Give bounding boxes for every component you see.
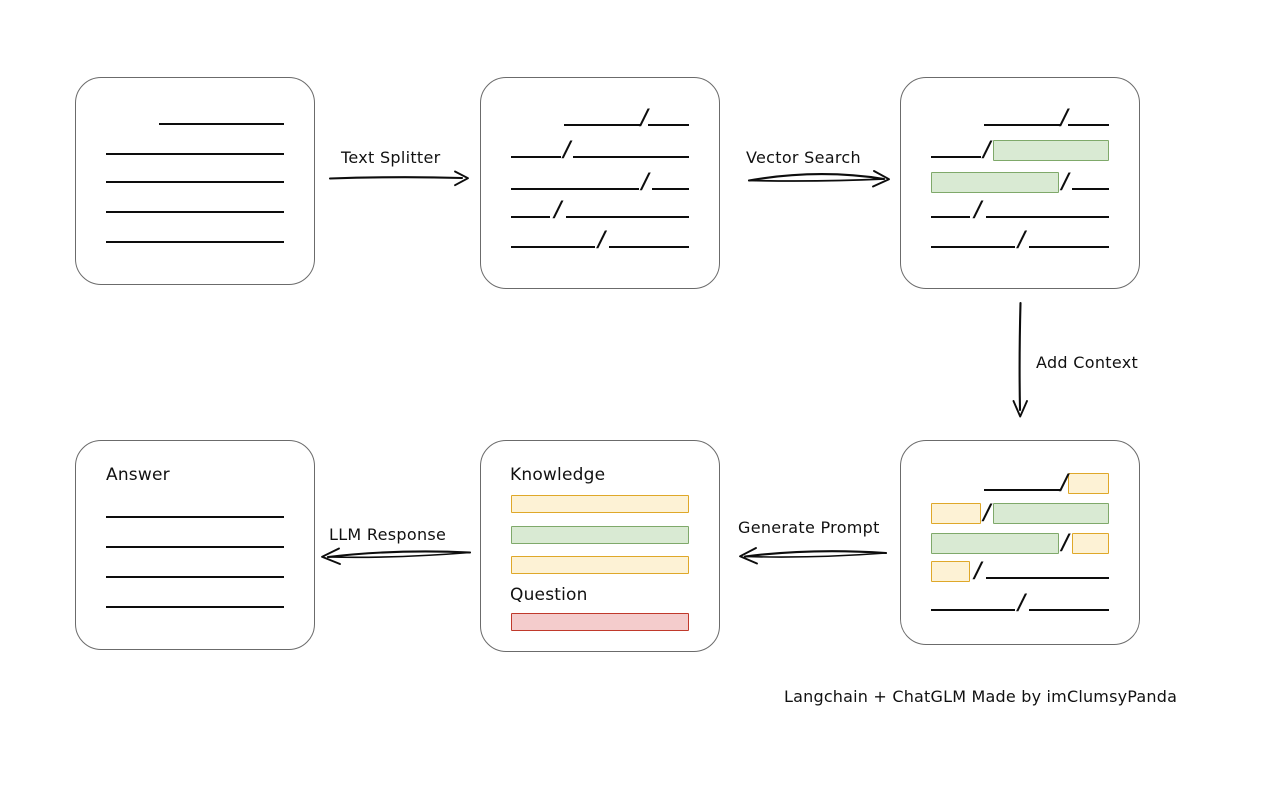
context-doc-line-4-segment-2 — [986, 577, 1109, 579]
knowledge-label: Knowledge — [510, 465, 606, 485]
answer-line-1 — [106, 516, 284, 518]
retrieved-doc-line-4-segment-1 — [931, 216, 971, 218]
answer-line-2 — [106, 546, 284, 548]
retrieved-doc-line-1-slash: / — [1060, 104, 1069, 129]
retrieved-doc-line-5-segment-1 — [931, 246, 1015, 248]
context-doc-line-1-yellow-chip — [1068, 473, 1109, 494]
split-doc-line-2-slash: / — [563, 136, 571, 161]
prompt-chip-knowledge-chunk-2 — [511, 526, 689, 544]
context-doc-line-3-green-chip — [931, 533, 1060, 554]
source-doc-line-1 — [159, 123, 284, 125]
context-doc-line-2-yellow-chip — [931, 503, 981, 524]
split-doc-line-3-segment-1 — [511, 188, 640, 190]
source-doc-line-3 — [106, 181, 284, 183]
context-doc-line-4-slash: / — [974, 557, 982, 582]
answer-line-3 — [106, 576, 284, 578]
prompt-chip-knowledge-chunk-3 — [511, 556, 689, 574]
edge-label-generate-prompt: Generate Prompt — [738, 518, 880, 537]
retrieved-doc-line-1-segment-2 — [1068, 124, 1109, 126]
retrieved-doc-line-4-slash: / — [974, 196, 982, 221]
edge-label-add-context: Add Context — [1036, 353, 1139, 372]
diagram-caption: Langchain + ChatGLM Made by imClumsyPand… — [784, 687, 1178, 706]
context-doc-line-5-slash: / — [1017, 589, 1026, 614]
answer-line-4 — [106, 606, 284, 608]
split-doc-line-1-segment-1 — [564, 124, 641, 126]
split-doc-line-3-slash: / — [641, 168, 650, 193]
prompt-chip-question-chunk — [511, 613, 689, 631]
source-doc-line-5 — [106, 241, 284, 243]
split-doc-line-4-segment-2 — [566, 216, 689, 218]
edge-label-llm-response: LLM Response — [329, 525, 447, 544]
prompt-chip-knowledge-chunk-1 — [511, 495, 689, 513]
retrieved-doc-line-1-segment-1 — [984, 124, 1061, 126]
split-doc-line-1-slash: / — [640, 104, 649, 129]
split-doc-line-4-slash: / — [554, 196, 562, 221]
retrieved-doc-line-3-slash: / — [1061, 168, 1070, 193]
split-doc-line-5-segment-2 — [608, 246, 689, 248]
retrieved-doc-line-2-slash: / — [983, 136, 991, 161]
edge-label-vector-search: Vector Search — [746, 148, 861, 167]
arrow-add-context — [1012, 301, 1028, 418]
split-doc-line-5-slash: / — [597, 226, 606, 251]
context-doc-line-2-slash: / — [983, 499, 991, 524]
split-doc-line-2-segment-1 — [511, 156, 561, 158]
context-doc-line-1-slash: / — [1060, 469, 1069, 494]
split-doc-line-4-segment-1 — [511, 216, 551, 218]
split-doc-line-1-segment-2 — [648, 124, 689, 126]
context-doc-line-1-segment-1 — [984, 489, 1061, 491]
split-doc-line-3-segment-2 — [651, 188, 689, 190]
node-answer-box[interactable] — [75, 440, 315, 650]
split-doc-line-5-segment-1 — [511, 246, 595, 248]
split-doc-line-2-segment-2 — [573, 156, 689, 158]
context-doc-line-2-green-chip — [993, 503, 1109, 524]
node-split-document[interactable] — [480, 77, 720, 289]
retrieved-doc-line-5-slash: / — [1017, 226, 1026, 251]
retrieved-doc-line-4-segment-2 — [986, 216, 1109, 218]
context-doc-line-3-slash: / — [1061, 529, 1070, 554]
retrieved-doc-line-3-segment-2 — [1071, 188, 1109, 190]
answer-box-label: Answer — [106, 465, 170, 485]
arrow-text-splitter — [328, 170, 469, 187]
edge-label-text-splitter: Text Splitter — [341, 148, 441, 167]
arrow-generate-prompt — [739, 547, 888, 565]
context-doc-line-4-yellow-chip — [931, 561, 971, 582]
retrieved-doc-line-2-green-chip — [993, 140, 1109, 161]
context-doc-line-3-yellow-chip — [1071, 533, 1109, 554]
source-doc-line-4 — [106, 211, 284, 213]
question-label: Question — [510, 585, 588, 605]
arrow-llm-response — [321, 547, 472, 565]
context-doc-line-5-segment-2 — [1028, 609, 1109, 611]
retrieved-doc-line-3-green-chip — [931, 172, 1060, 193]
arrow-vector-search — [747, 170, 890, 188]
context-doc-line-5-segment-1 — [931, 609, 1015, 611]
retrieved-doc-line-2-segment-1 — [931, 156, 981, 158]
retrieved-doc-line-5-segment-2 — [1028, 246, 1109, 248]
source-doc-line-2 — [106, 153, 284, 155]
